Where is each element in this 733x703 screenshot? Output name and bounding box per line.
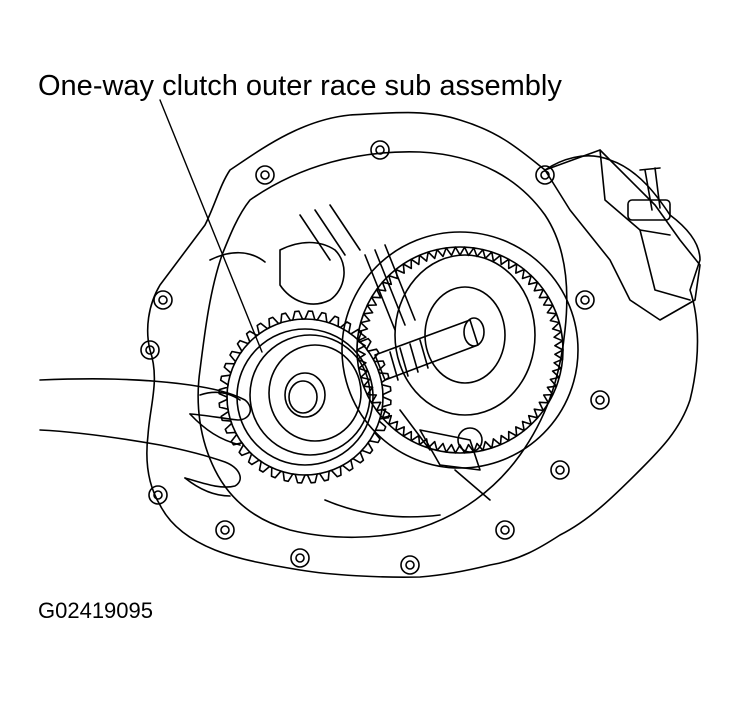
clutch-gear-teeth [219, 311, 391, 483]
flange-ring [198, 152, 567, 537]
input-shaft [375, 318, 484, 380]
case-side [545, 150, 700, 320]
callout-label: One-way clutch outer race sub assembly [38, 70, 562, 102]
carrier [395, 255, 535, 415]
callout-leader-line [160, 100, 262, 352]
housing-outline [147, 113, 700, 578]
hand-illustration [40, 379, 250, 496]
bolt-bosses [141, 141, 609, 574]
dipstick [640, 168, 660, 210]
clutch-outer-race [219, 311, 391, 483]
ring-gear-teeth [357, 247, 563, 453]
figure-id: G02419095 [38, 598, 153, 623]
